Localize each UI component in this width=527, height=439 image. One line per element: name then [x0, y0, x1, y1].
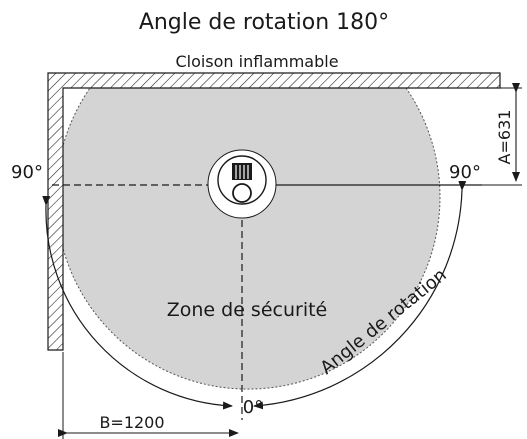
angle-left-label: 90°: [11, 162, 43, 183]
fireplace-grill: [232, 163, 252, 180]
dimension-b-label: B=1200: [99, 413, 164, 432]
fireplace-flue: [232, 183, 252, 203]
dimension-a-label: A=631: [495, 110, 514, 165]
safety-zone-area: [55, 87, 441, 390]
diagram-title: Angle de rotation 180°: [139, 10, 389, 35]
angle-right-label: 90°: [449, 162, 481, 183]
safety-zone-label: Zone de sécurité: [167, 299, 328, 321]
rotation-arrow-right: [253, 180, 467, 410]
wall-label: Cloison inflammable: [175, 52, 338, 71]
angle-bottom-label: 0°: [243, 397, 263, 418]
rotation-arrow-left: [42, 195, 233, 410]
